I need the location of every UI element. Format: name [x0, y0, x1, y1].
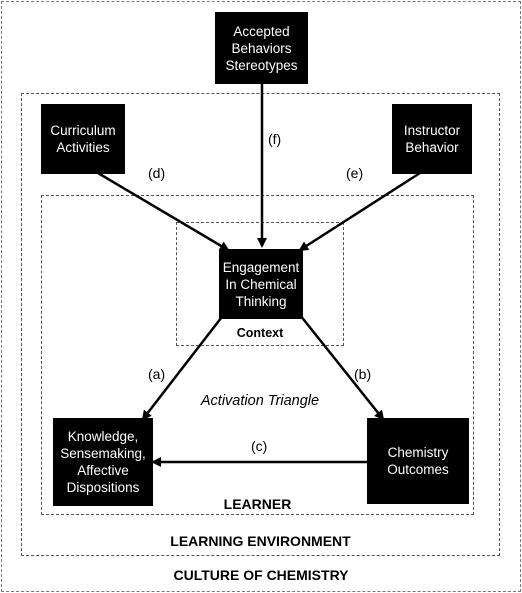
learning-environment-frame — [21, 93, 500, 556]
node-engagement-text: Engagement In Chemical Thinking — [222, 259, 300, 309]
node-accepted-behaviors: Accepted Behaviors Stereotypes — [215, 12, 308, 84]
node-knowledge-text: Knowledge, Sensemaking, Affective Dispos… — [60, 429, 146, 495]
edge-f-label: (f) — [268, 131, 282, 147]
node-instructor-behavior: Instructor Behavior — [392, 104, 472, 174]
node-accepted-behaviors-text: Accepted Behaviors Stereotypes — [225, 23, 298, 73]
edge-a-label: (a) — [148, 366, 166, 382]
edge-c-label: (c) — [251, 438, 268, 454]
node-curriculum-activities-text: Curriculum Activities — [50, 123, 116, 155]
culture-label: CULTURE OF CHEMISTRY — [173, 567, 349, 583]
node-engagement: Engagement In Chemical Thinking — [219, 249, 303, 319]
node-instructor-behavior-text: Instructor Behavior — [403, 123, 461, 155]
edge-a-arrow — [141, 307, 230, 421]
node-knowledge: Knowledge, Sensemaking, Affective Dispos… — [53, 418, 153, 506]
edge-e-label: (e) — [346, 165, 364, 181]
learning-environment-label: LEARNING ENVIRONMENT — [170, 533, 351, 549]
activation-triangle-label: Activation Triangle — [200, 393, 320, 409]
edge-d-arrow — [97, 171, 230, 252]
edge-b-arrow — [299, 314, 385, 421]
edge-e-arrow — [298, 171, 421, 252]
context-label: Context — [236, 326, 284, 340]
learner-label: LEARNER — [223, 496, 292, 512]
node-curriculum-activities: Curriculum Activities — [41, 104, 125, 174]
context-frame — [176, 222, 344, 346]
edge-d-label: (d) — [148, 165, 166, 181]
learner-frame — [41, 195, 474, 515]
node-chemistry-outcomes-text: Chemistry Outcomes — [387, 445, 449, 477]
node-chemistry-outcomes: Chemistry Outcomes — [367, 418, 469, 504]
edge-b-label: (b) — [354, 366, 372, 382]
